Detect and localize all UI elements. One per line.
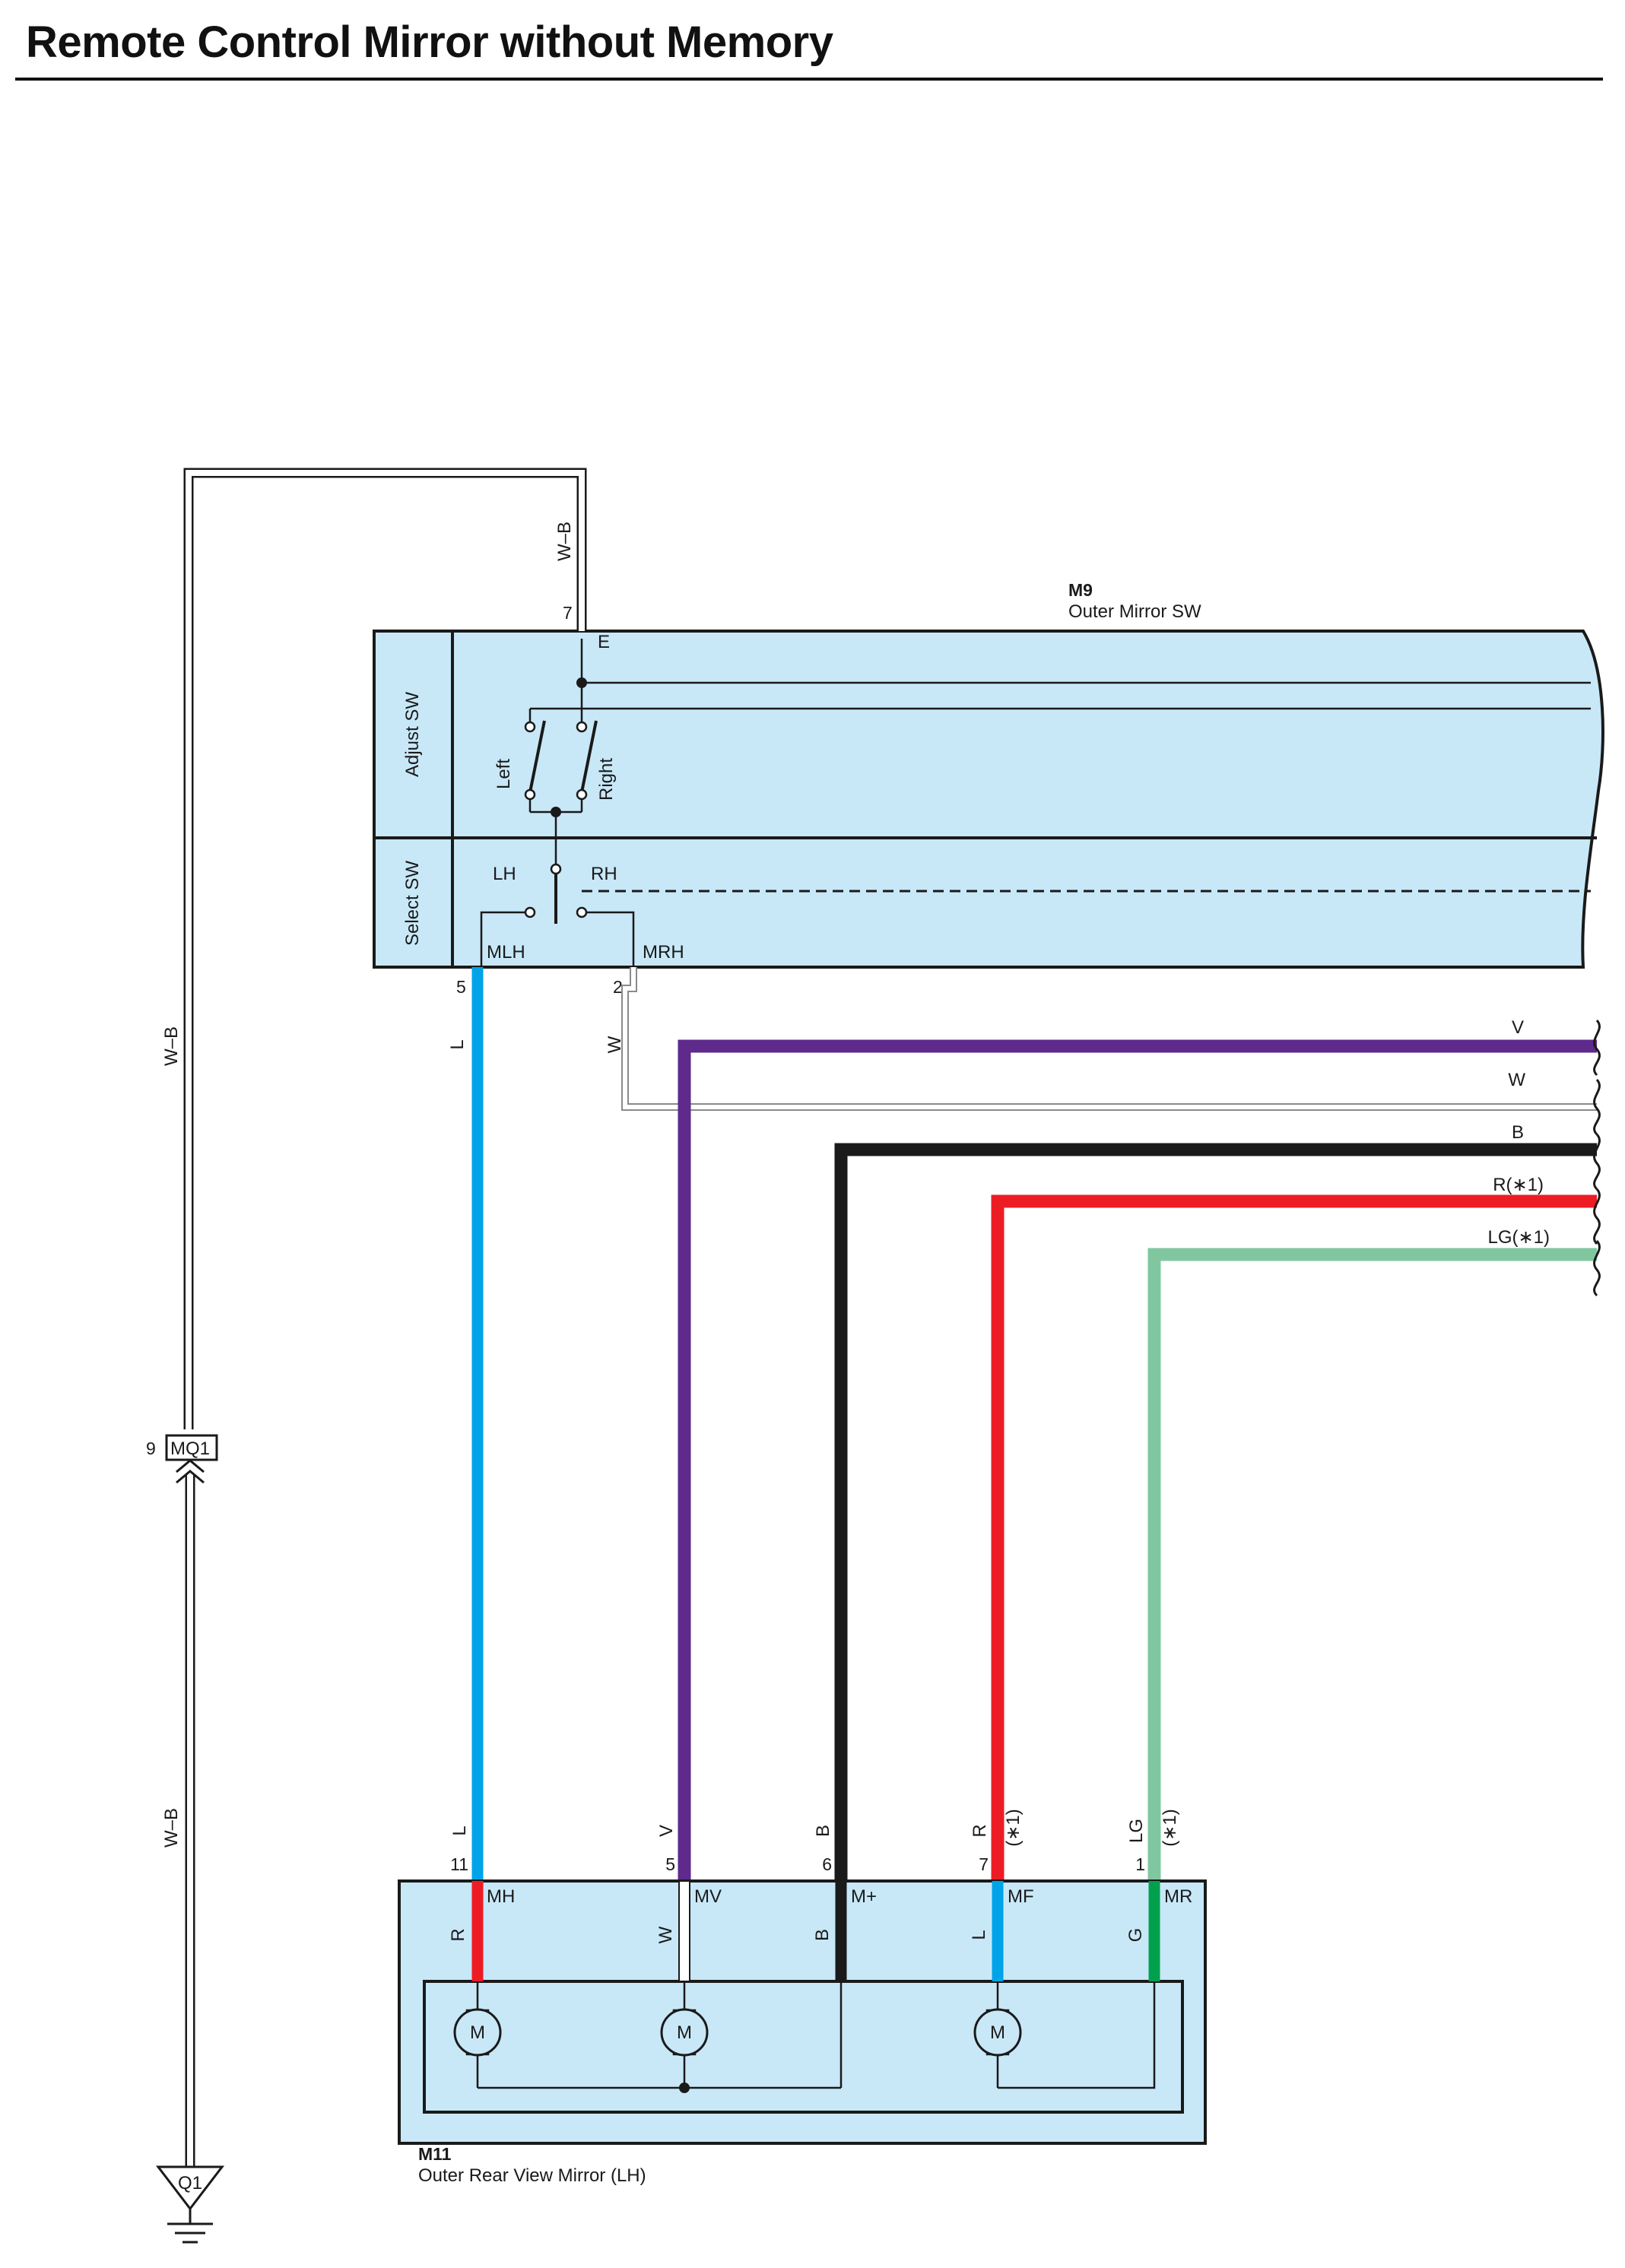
wire-b bbox=[834, 1143, 1597, 1981]
motor-mv-label: M bbox=[677, 2022, 692, 2043]
pin-mf-note: (∗1) bbox=[1003, 1809, 1024, 1846]
motor-mf-label: M bbox=[990, 2022, 1005, 2043]
motor-mh-label: M bbox=[470, 2022, 485, 2043]
mrh-terminal-label: MRH bbox=[643, 942, 684, 963]
mq1-pin-number: 9 bbox=[146, 1439, 156, 1458]
motor-mh bbox=[453, 2008, 502, 2057]
right-wire-label-v: V bbox=[1512, 1017, 1524, 1038]
pin-mr-note: (∗1) bbox=[1160, 1809, 1180, 1846]
adjust-sw-label: Adjust SW bbox=[402, 692, 423, 777]
switch-name: Outer Mirror SW bbox=[1068, 601, 1201, 622]
pin-mv-wire-out: V bbox=[656, 1825, 677, 1837]
pin-mr-number: 1 bbox=[1135, 1854, 1145, 1874]
pin-mplus-wire-in: B bbox=[812, 1929, 833, 1941]
pin-mplus-wire-out: B bbox=[813, 1825, 833, 1837]
mirror-id: M11 bbox=[418, 2144, 452, 2164]
right-wire-label-b: B bbox=[1512, 1122, 1524, 1143]
pin-mv-name: MV bbox=[694, 1886, 722, 1907]
pin-mplus-name: M+ bbox=[851, 1886, 877, 1907]
mrh-wire-label: W bbox=[605, 1036, 625, 1053]
mirror-block-m11 bbox=[398, 1879, 1207, 2145]
adjust-switch-contacts bbox=[524, 639, 1591, 864]
wb-label-low: W–B bbox=[161, 1808, 182, 1848]
motor-compartment bbox=[423, 1980, 1184, 2114]
mirror-name: Outer Rear View Mirror (LH) bbox=[418, 2165, 646, 2186]
select-switch-contacts bbox=[480, 863, 1591, 967]
mlh-pin-number: 5 bbox=[456, 977, 466, 997]
select-lh-label: LH bbox=[493, 864, 516, 884]
adjust-left-label: Left bbox=[494, 759, 514, 789]
pin-mh-number: 11 bbox=[450, 1854, 468, 1874]
pin-mf-number: 7 bbox=[979, 1854, 989, 1874]
wb-label-top: W–B bbox=[554, 522, 575, 561]
motor-mv bbox=[660, 2008, 709, 2057]
wire-lg bbox=[1147, 1248, 1597, 1881]
mirror-internal-stubs bbox=[471, 1880, 1160, 1982]
mlh-terminal-label: MLH bbox=[487, 942, 525, 963]
motor-wiring bbox=[476, 1981, 1156, 2093]
wb-ground-wire-fill bbox=[186, 470, 585, 1429]
right-wire-label-w: W bbox=[1508, 1070, 1525, 1090]
ground-id-label: Q1 bbox=[178, 2173, 202, 2193]
pin-mh-name: MH bbox=[487, 1886, 515, 1907]
page-title: Remote Control Mirror without Memory bbox=[26, 17, 833, 67]
right-wire-label-r: R(∗1) bbox=[1493, 1175, 1544, 1195]
pin-mf-wire-in: L bbox=[969, 1930, 989, 1940]
mlh-wire-label: L bbox=[447, 1039, 468, 1049]
wb-label-mid: W–B bbox=[161, 1026, 182, 1066]
switch-id: M9 bbox=[1068, 580, 1093, 600]
pin-mh-wire-in: R bbox=[448, 1928, 468, 1941]
pin-mr-name: MR bbox=[1164, 1886, 1192, 1907]
adjust-right-label: Right bbox=[596, 758, 617, 801]
pin-mr-wire-in: G bbox=[1125, 1928, 1146, 1943]
pin-mf-wire-out: R bbox=[970, 1824, 990, 1837]
wire-r bbox=[991, 1194, 1597, 1881]
pin-mv-wire-in: W bbox=[655, 1926, 676, 1943]
pin-mh-wire-out: L bbox=[449, 1826, 470, 1835]
title-rule bbox=[15, 78, 1603, 81]
mrh-pin-number: 2 bbox=[613, 977, 623, 997]
pin-mr-wire-out: LG bbox=[1126, 1819, 1147, 1843]
mq1-label: MQ1 bbox=[170, 1439, 210, 1459]
wire-break-marks bbox=[1593, 1019, 1601, 1297]
right-wire-label-lg: LG(∗1) bbox=[1488, 1227, 1550, 1248]
select-rh-label: RH bbox=[591, 864, 617, 884]
connector-mq1 bbox=[165, 1434, 218, 1484]
wire-w-fill bbox=[623, 967, 1597, 1109]
wire-v bbox=[678, 1039, 1597, 1881]
e-terminal-label: E bbox=[598, 632, 610, 652]
switch-block-m9 bbox=[373, 630, 1604, 969]
e-pin-number: 7 bbox=[563, 603, 573, 623]
wire-w-outline bbox=[621, 967, 1597, 1111]
ground-symbol-q1 bbox=[155, 2165, 225, 2244]
pin-mv-number: 5 bbox=[665, 1854, 675, 1874]
pin-mf-name: MF bbox=[1008, 1886, 1034, 1907]
pin-mplus-number: 6 bbox=[822, 1854, 832, 1874]
motor-mf bbox=[973, 2008, 1022, 2057]
select-sw-label: Select SW bbox=[402, 861, 423, 946]
